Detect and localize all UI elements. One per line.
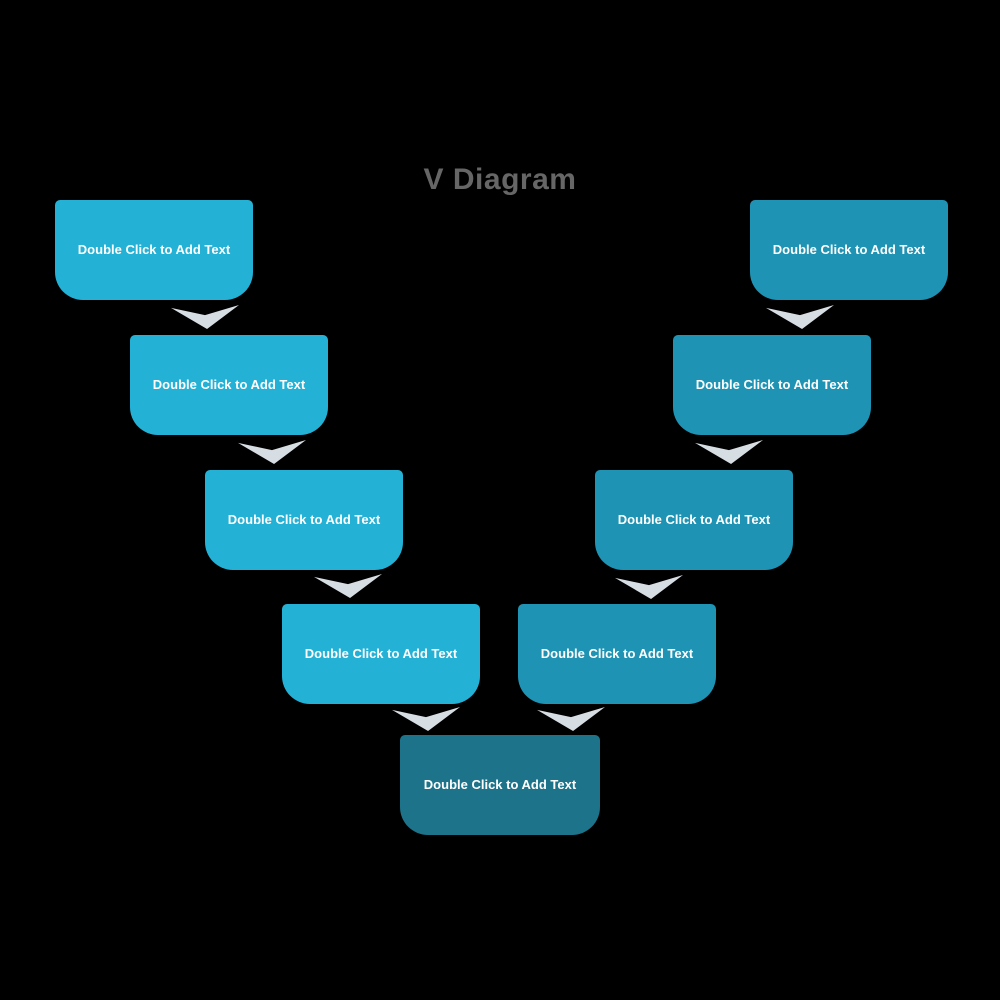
chevron-down-arrow-icon-arrow-left-1-2[interactable] [171, 305, 239, 329]
chevron-down-arrow-icon-arrow-left-2-3[interactable] [238, 440, 306, 464]
diagram-node-left-4[interactable]: Double Click to Add Text [282, 604, 480, 704]
diagram-node-right-4[interactable]: Double Click to Add Text [518, 604, 716, 704]
diagram-node-right-3[interactable]: Double Click to Add Text [595, 470, 793, 570]
chevron-down-arrow-icon-arrow-right-2-3[interactable] [695, 440, 763, 464]
node-label: Double Click to Add Text [152, 377, 306, 393]
node-label: Double Click to Add Text [695, 377, 849, 393]
node-label: Double Click to Add Text [617, 512, 771, 528]
node-label: Double Click to Add Text [772, 242, 926, 258]
chevron-down-arrow-icon-arrow-right-3-4[interactable] [615, 575, 683, 599]
node-label: Double Click to Add Text [77, 242, 231, 258]
diagram-node-right-1[interactable]: Double Click to Add Text [750, 200, 948, 300]
node-label: Double Click to Add Text [423, 777, 577, 793]
diagram-node-bottom[interactable]: Double Click to Add Text [400, 735, 600, 835]
chevron-down-arrow-icon-arrow-right-4-end[interactable] [537, 707, 605, 731]
diagram-node-left-3[interactable]: Double Click to Add Text [205, 470, 403, 570]
diagram-title: V Diagram [423, 163, 577, 196]
diagram-node-left-1[interactable]: Double Click to Add Text [55, 200, 253, 300]
chevron-down-arrow-icon-arrow-left-4-end[interactable] [392, 707, 460, 731]
diagram-node-right-2[interactable]: Double Click to Add Text [673, 335, 871, 435]
chevron-down-arrow-icon-arrow-left-3-4[interactable] [314, 574, 382, 598]
chevron-down-arrow-icon-arrow-right-1-2[interactable] [766, 305, 834, 329]
node-label: Double Click to Add Text [304, 646, 458, 662]
node-label: Double Click to Add Text [540, 646, 694, 662]
diagram-node-left-2[interactable]: Double Click to Add Text [130, 335, 328, 435]
node-label: Double Click to Add Text [227, 512, 381, 528]
